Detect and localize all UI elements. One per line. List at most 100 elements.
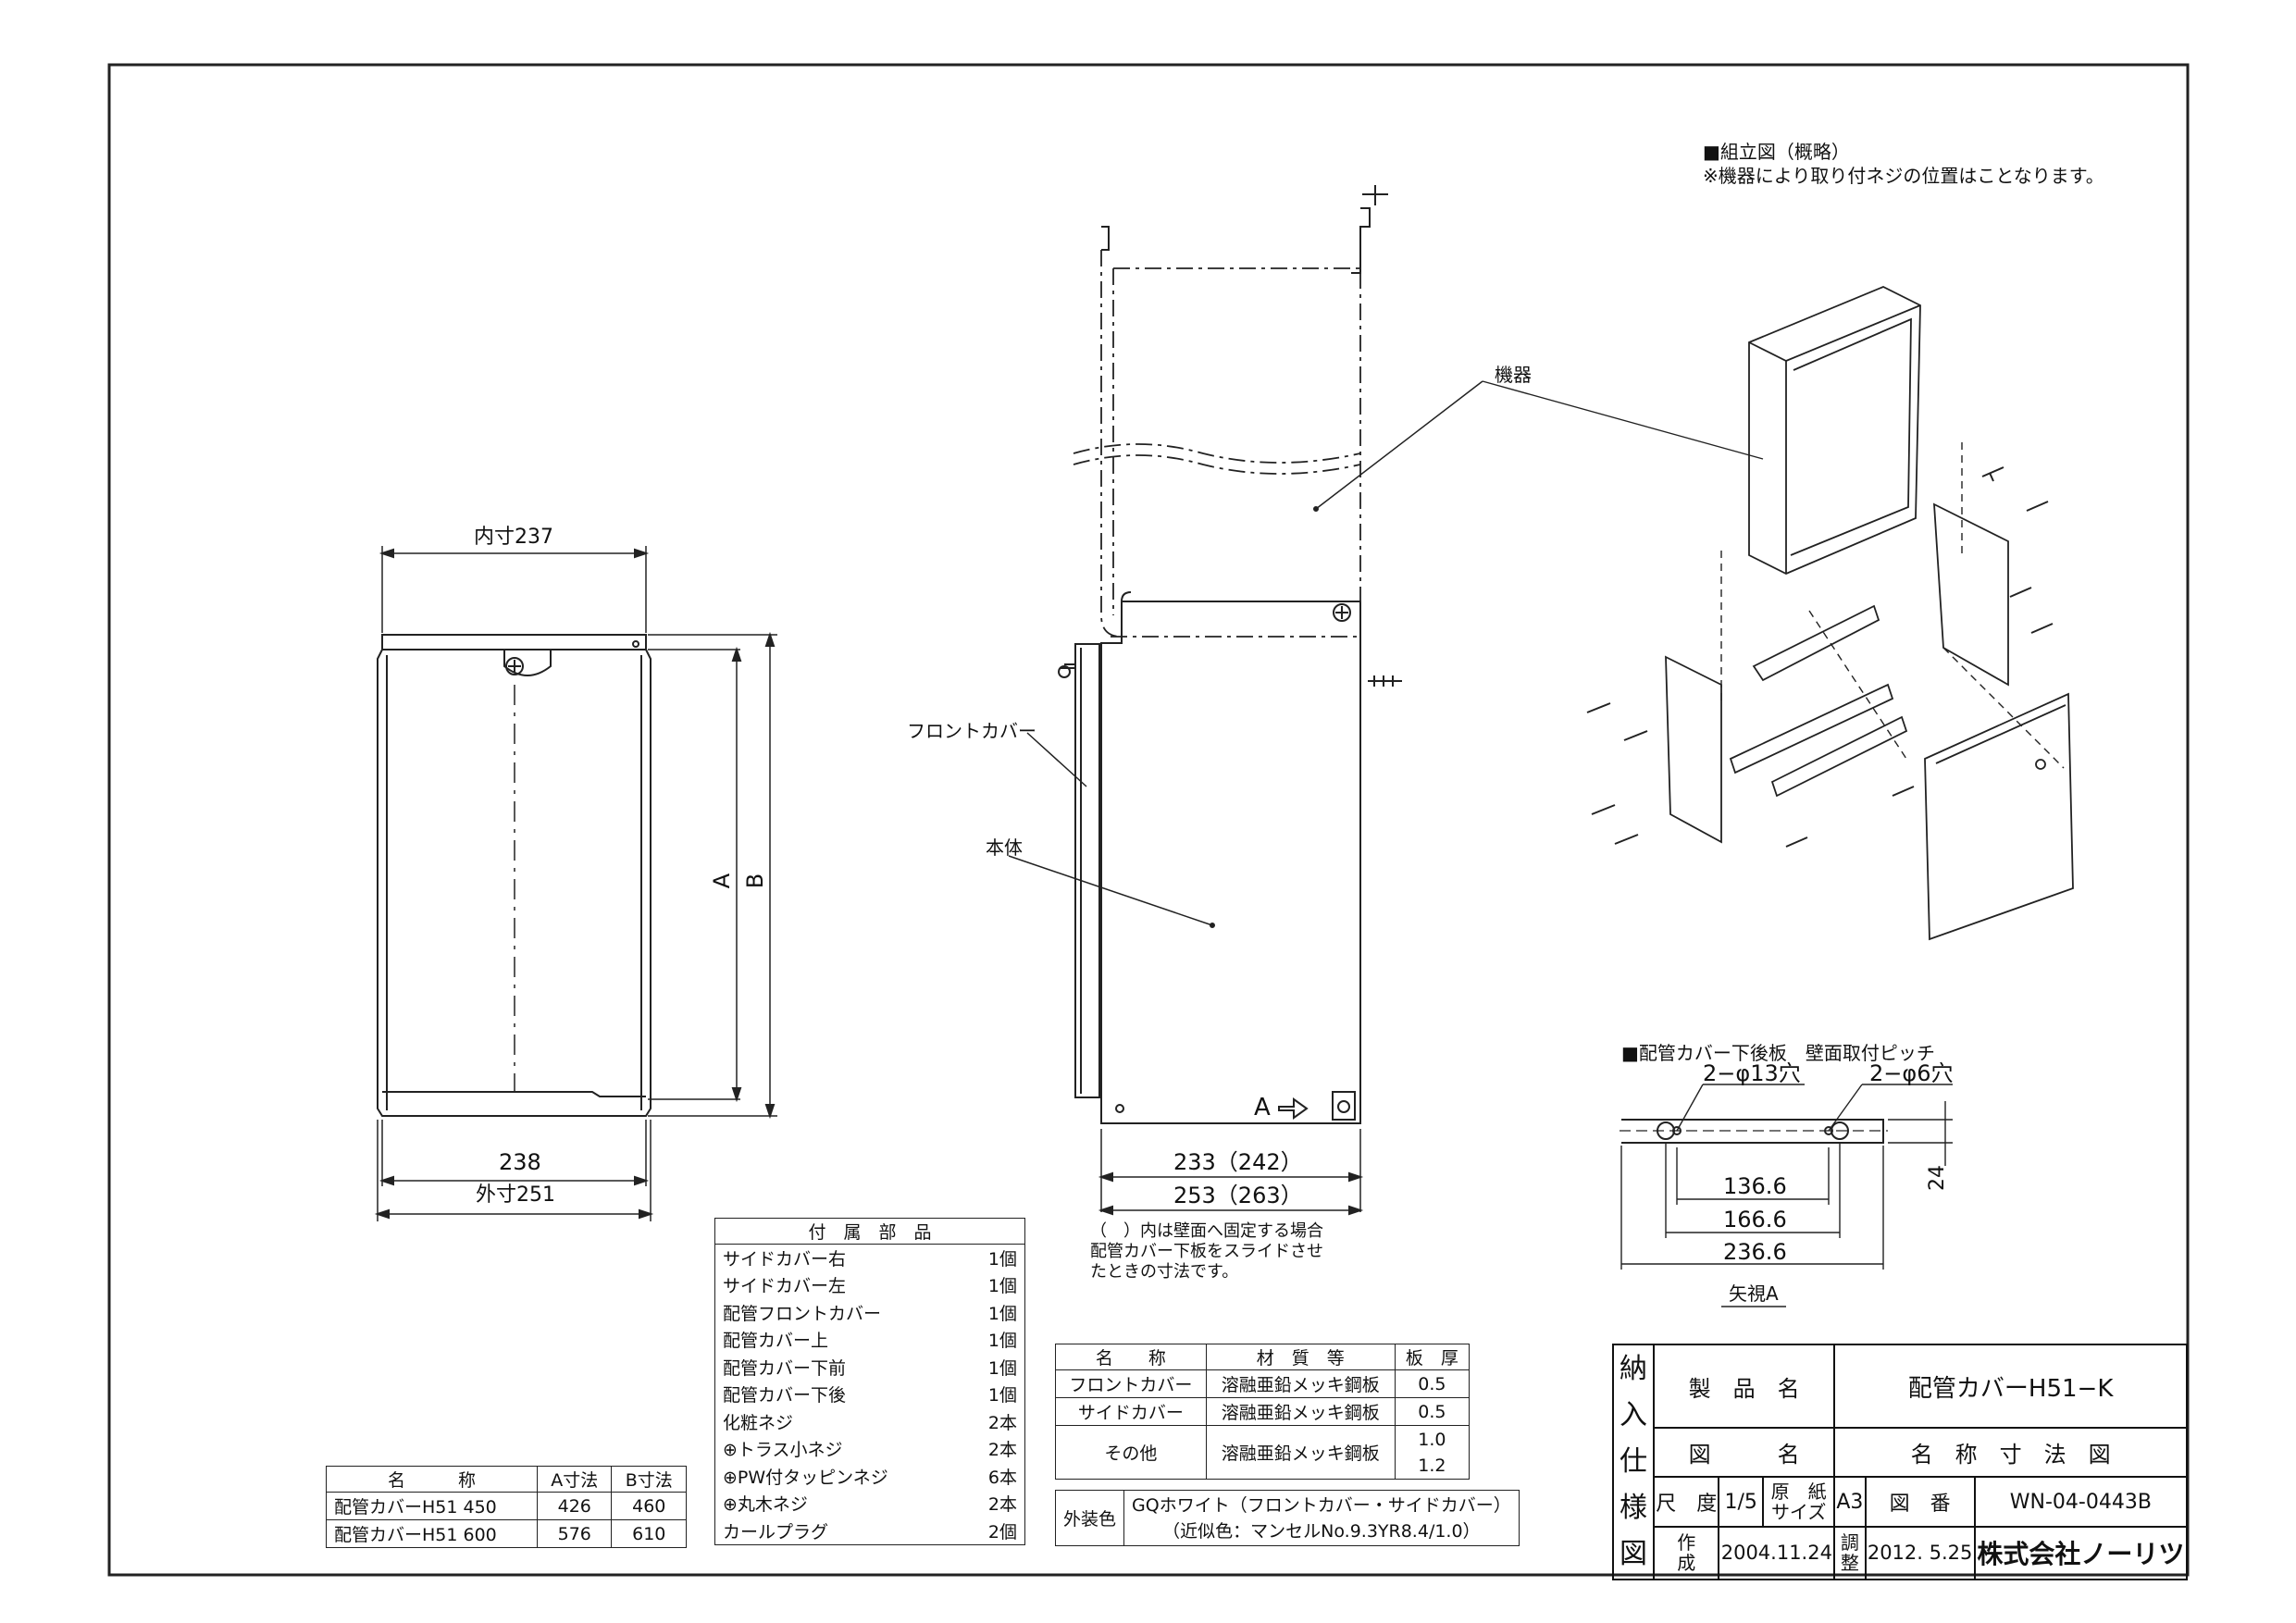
side-char-1: 納 (1620, 1353, 1647, 1385)
label-front-cover: フロントカバー (907, 720, 1036, 742)
mat-h-thickness: 板 厚 (1394, 1344, 1471, 1370)
arrow-a-label: A (1254, 1094, 1271, 1121)
finish-value: GQホワイト（フロントカバー・サイドカバー） （近似色：マンセルNo.9.3YR… (1123, 1490, 1520, 1546)
parts-name: ⊕丸木ネジ (714, 1490, 964, 1518)
side-note-1: （ ）内は壁面へ固定する場合 (1090, 1221, 1323, 1241)
created-label: 作 成 (1652, 1525, 1720, 1581)
parts-name: 配管カバー下後 (714, 1381, 964, 1408)
size-h-b: B寸法 (611, 1466, 687, 1493)
parts-qty: 1個 (963, 1271, 1025, 1299)
created-date: 2004.11.24 (1718, 1525, 1836, 1581)
size-r1-name: 配管カバーH51 450 (325, 1492, 539, 1520)
side-view (1008, 185, 1483, 1216)
mat-r2-material: 溶融亜鉛メッキ鋼板 (1205, 1397, 1396, 1426)
parts-qty: 2本 (963, 1407, 1025, 1435)
mat-h-name: 名 称 (1055, 1344, 1207, 1370)
mat-r3-name: その他 (1055, 1425, 1207, 1480)
parts-qty: 6本 (963, 1462, 1025, 1490)
parts-name: ⊕トラス小ネジ (714, 1435, 964, 1463)
drawing-name-value: 名 称 寸 法 図 (1833, 1427, 2188, 1479)
assembly-title: ■組立図（概略） (1703, 141, 1850, 163)
size-h-name: 名 称 (325, 1466, 539, 1493)
paper-label-2: サイズ (1770, 1501, 1827, 1523)
pitch-view-label: 矢視A (1729, 1282, 1779, 1305)
parts-name: サイドカバー左 (714, 1271, 964, 1299)
finish-table: 外装色 GQホワイト（フロントカバー・サイドカバー） （近似色：マンセルNo.9… (1054, 1490, 1520, 1546)
parts-qty: 1個 (963, 1353, 1025, 1381)
front-view (374, 546, 777, 1221)
dim-233: 233（242） (1173, 1149, 1303, 1175)
parts-name: 配管カバー上 (714, 1326, 964, 1354)
assembly-note: ※機器により取り付ネジの位置はことなります。 (1703, 165, 2104, 187)
side-note-3: たときの寸法です。 (1090, 1262, 1239, 1282)
finish-line-2: （近似色：マンセルNo.9.3YR8.4/1.0） (1162, 1520, 1481, 1542)
drawing-number-value: WN-04-0443B (1973, 1476, 2189, 1528)
side-char-2: 入 (1620, 1399, 1647, 1431)
dim-238: 238 (499, 1149, 541, 1175)
dim-inner-237: 内寸237 (474, 526, 553, 549)
parts-name: カールプラグ (714, 1517, 964, 1545)
size-h-a: A寸法 (537, 1466, 613, 1493)
side-note-2: 配管カバー下板をスライドさせ (1090, 1242, 1323, 1261)
paper-label-1: 原 紙 (1770, 1481, 1827, 1503)
parts-name: ⊕PW付タッピンネジ (714, 1462, 964, 1490)
sheet-border (107, 63, 2190, 1577)
created-label-2: 成 (1677, 1552, 1696, 1575)
mat-r2-thickness: 0.5 (1394, 1397, 1471, 1426)
title-side-label: 納 入 仕 様 図 (1612, 1344, 1655, 1580)
parts-qty: 2本 (963, 1490, 1025, 1518)
pitch-hole13: 2−φ13穴 (1703, 1060, 1801, 1086)
pitch-d136: 136.6 (1723, 1173, 1787, 1199)
dim-b: B (742, 873, 769, 889)
pitch-d236: 236.6 (1723, 1239, 1787, 1265)
dim-outer-251: 外寸251 (476, 1183, 555, 1207)
parts-name: 化粧ネジ (714, 1407, 964, 1435)
finish-label: 外装色 (1054, 1490, 1125, 1546)
scale-value: 1/5 (1718, 1476, 1764, 1528)
mat-r3-material: 溶融亜鉛メッキ鋼板 (1205, 1425, 1396, 1480)
paper-size-value: A3 (1833, 1476, 1867, 1528)
company-name: 株式会社ノーリツ (1973, 1525, 2189, 1581)
adjusted-label-2: 整 (1840, 1552, 1859, 1575)
mat-h-material: 材 質 等 (1205, 1344, 1396, 1370)
mat-r1-thickness: 0.5 (1394, 1369, 1471, 1398)
parts-table-header: 付 属 部 品 (714, 1218, 1025, 1245)
size-r2-name: 配管カバーH51 600 (325, 1519, 539, 1548)
mat-r3-thickness-a: 1.0 (1418, 1429, 1446, 1450)
pitch-hole6: 2−φ6穴 (1869, 1060, 1954, 1086)
side-char-4: 様 (1620, 1492, 1647, 1524)
size-table: 名 称 A寸法 B寸法 配管カバーH51 450 426 460 配管カバーH5… (325, 1466, 687, 1548)
pitch-d24: 24 (1926, 1165, 1949, 1191)
assembly-view (1482, 286, 2074, 941)
drawing-number-label: 図 番 (1864, 1476, 1976, 1528)
adjusted-date: 2012. 5.25 (1864, 1525, 1976, 1581)
parts-name: 配管カバー下前 (714, 1353, 964, 1381)
product-label: 製 品 名 (1652, 1343, 1836, 1430)
parts-name: サイドカバー右 (714, 1244, 964, 1271)
pitch-view (1620, 1084, 1953, 1307)
scale-label: 尺 度 (1652, 1476, 1720, 1528)
parts-qty: 1個 (963, 1381, 1025, 1408)
drawing-name-label: 図 名 (1652, 1427, 1836, 1479)
size-r2-b: 610 (611, 1519, 687, 1548)
parts-qty: 2本 (963, 1435, 1025, 1463)
material-table: 名 称 材 質 等 板 厚 フロントカバー 溶融亜鉛メッキ鋼板 0.5 サイドカ… (1055, 1344, 1471, 1480)
side-char-5: 図 (1620, 1538, 1647, 1570)
label-body: 本体 (986, 836, 1023, 859)
dim-253: 253（263） (1173, 1183, 1303, 1208)
pitch-d166: 166.6 (1723, 1207, 1787, 1233)
finish-line-1: GQホワイト（フロントカバー・サイドカバー） (1132, 1494, 1511, 1516)
parts-name: 配管フロントカバー (714, 1298, 964, 1326)
adjusted-label-1: 調 (1840, 1531, 1859, 1555)
mat-r2-name: サイドカバー (1055, 1397, 1207, 1426)
mat-r3-thickness-b: 1.2 (1418, 1455, 1446, 1476)
created-label-1: 作 (1677, 1531, 1696, 1555)
